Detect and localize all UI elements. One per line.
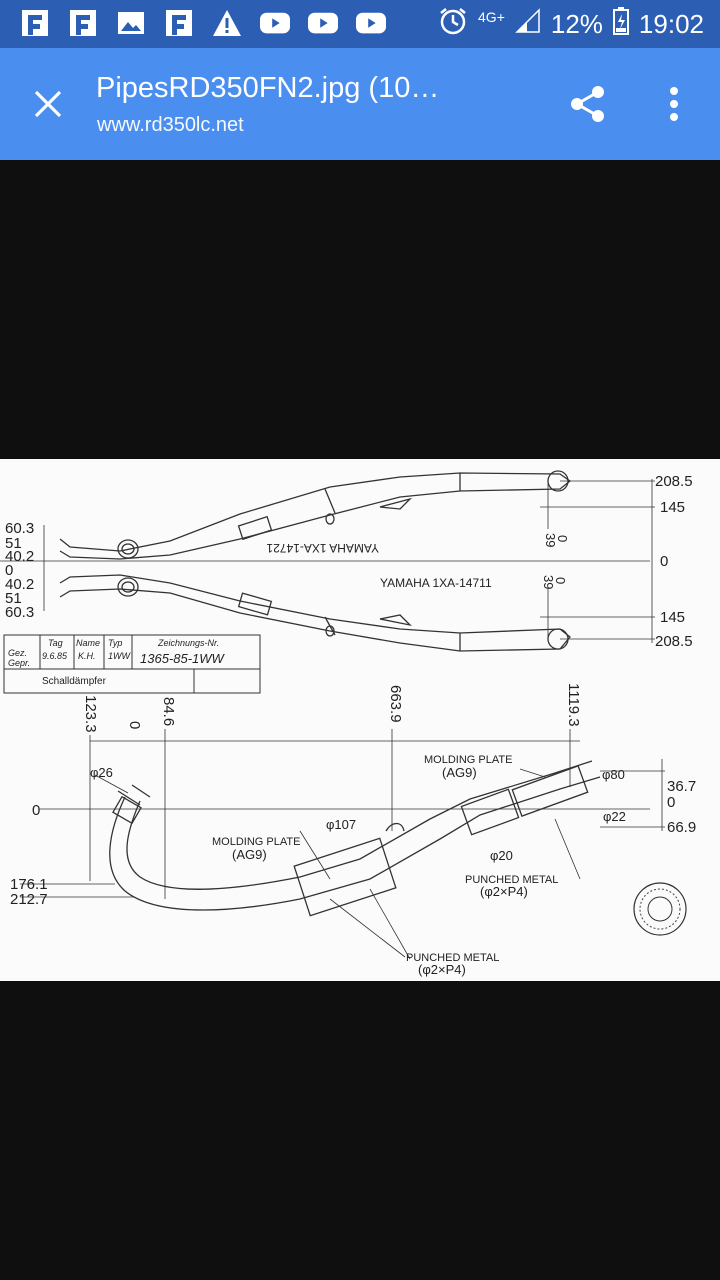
title-block-zeichnungs: Zeichnungs-Nr. (157, 638, 219, 648)
title-block-tag: Tag (48, 638, 63, 648)
dim-208-5-top: 208.5 (655, 473, 693, 490)
youtube-icon (356, 8, 386, 38)
flipboard-icon (164, 8, 194, 38)
dim-1119-3: 1119.3 (565, 683, 582, 727)
punched-spec-bottom: (φ2×P4) (418, 962, 466, 977)
youtube-icon (308, 8, 338, 38)
title-block-drawing-no: 1365-85-1WW (140, 651, 226, 666)
share-icon (571, 86, 604, 122)
dim-0-lower: 0 (553, 577, 568, 584)
image-icon (116, 8, 146, 38)
approval-stamp (639, 888, 681, 930)
title-block-gepr: Gepr. (8, 658, 30, 668)
dim-123-3: 123.3 (82, 695, 99, 733)
part-label-lower: YAMAHA 1XA-14711 (380, 576, 492, 590)
title-block-typ: Typ (108, 638, 122, 648)
dim-39-lower: 39 (541, 575, 556, 589)
exhaust-pipe-drawing: 208.5 145 0 145 208.5 60.3 51 40.2 0 40.… (0, 470, 696, 977)
close-icon (34, 90, 62, 118)
molding-plate-label-right: MOLDING PLATE (424, 754, 512, 766)
alarm-icon (438, 6, 468, 43)
dim-145-bottom: 145 (660, 609, 685, 626)
dim-0-right: 0 (667, 794, 675, 811)
dim-208-5-bottom: 208.5 (655, 633, 693, 650)
dim-66-9: 66.9 (667, 819, 696, 836)
title-block-gez: Gez. (8, 648, 27, 658)
status-bar: 4G+ 12% 19:02 (0, 0, 720, 48)
image-title: PipesRD350FN2.jpg (10… (96, 72, 440, 104)
title-block-date: 9.6.85 (42, 651, 68, 661)
title-block-part-name: Schalldämpfer (42, 676, 107, 687)
title-block-name: Name (76, 638, 100, 648)
status-right: 4G+ 12% 19:02 (438, 6, 704, 43)
dim-51-top: 51 (5, 535, 22, 552)
dim-176-1: 176.1 (10, 876, 48, 893)
phi-22: φ22 (603, 809, 626, 824)
notification-icons (20, 8, 386, 38)
close-button[interactable] (22, 78, 74, 130)
dim-145-top: 145 (660, 499, 685, 516)
warning-icon (212, 8, 242, 38)
youtube-icon (260, 8, 290, 38)
title-block-person: K.H. (78, 651, 96, 661)
dim-60-3-top: 60.3 (5, 520, 34, 537)
dim-0-upper: 0 (555, 535, 570, 542)
flipboard-icon (20, 8, 50, 38)
phi-107: φ107 (326, 817, 356, 832)
signal-icon (515, 8, 541, 41)
phi-26: φ26 (90, 765, 113, 780)
dim-51-bottom: 51 (5, 590, 22, 607)
dim-0-left-bottom: 0 (32, 802, 40, 819)
punched-spec-right: (φ2×P4) (480, 884, 528, 899)
dim-0-top: 0 (126, 721, 143, 729)
app-bar: PipesRD350FN2.jpg (10… www.rd350lc.net (0, 48, 720, 160)
ag9-label-right: (AG9) (442, 765, 477, 780)
dim-663-9: 663.9 (387, 685, 404, 723)
phi-80: φ80 (602, 767, 625, 782)
battery-charging-icon (612, 7, 629, 42)
title-block-type: 1WW (108, 651, 132, 661)
battery-level: 12% (550, 9, 603, 39)
ag9-label-left: (AG9) (232, 847, 267, 862)
dim-39-upper: 39 (543, 533, 558, 547)
dim-36-7: 36.7 (667, 778, 696, 795)
clock: 19:02 (638, 9, 704, 39)
more-options-button[interactable] (650, 78, 698, 130)
dim-40-2-bottom: 40.2 (5, 576, 34, 593)
flipboard-icon (68, 8, 98, 38)
punched-metal-label-right: PUNCHED METAL (465, 874, 558, 886)
more-vert-icon (670, 87, 678, 121)
dim-212-7: 212.7 (10, 891, 48, 908)
dim-0-center: 0 (660, 553, 668, 570)
punched-metal-label-bottom: PUNCHED METAL (406, 952, 499, 964)
image-source-url[interactable]: www.rd350lc.net (97, 114, 244, 136)
dim-40-2-top: 40.2 (5, 548, 34, 565)
phi-20: φ20 (490, 848, 513, 863)
network-type: 4G+ (478, 8, 505, 25)
share-button[interactable] (562, 78, 614, 130)
part-label-upper: YAMAHA 1XA-14721 (266, 541, 379, 555)
dim-60-3-bottom: 60.3 (5, 604, 34, 621)
dim-0-left: 0 (5, 562, 13, 579)
molding-plate-label-left: MOLDING PLATE (212, 836, 300, 848)
technical-drawing-image[interactable]: 208.5 145 0 145 208.5 60.3 51 40.2 0 40.… (0, 459, 720, 981)
dim-84-6: 84.6 (160, 697, 177, 726)
